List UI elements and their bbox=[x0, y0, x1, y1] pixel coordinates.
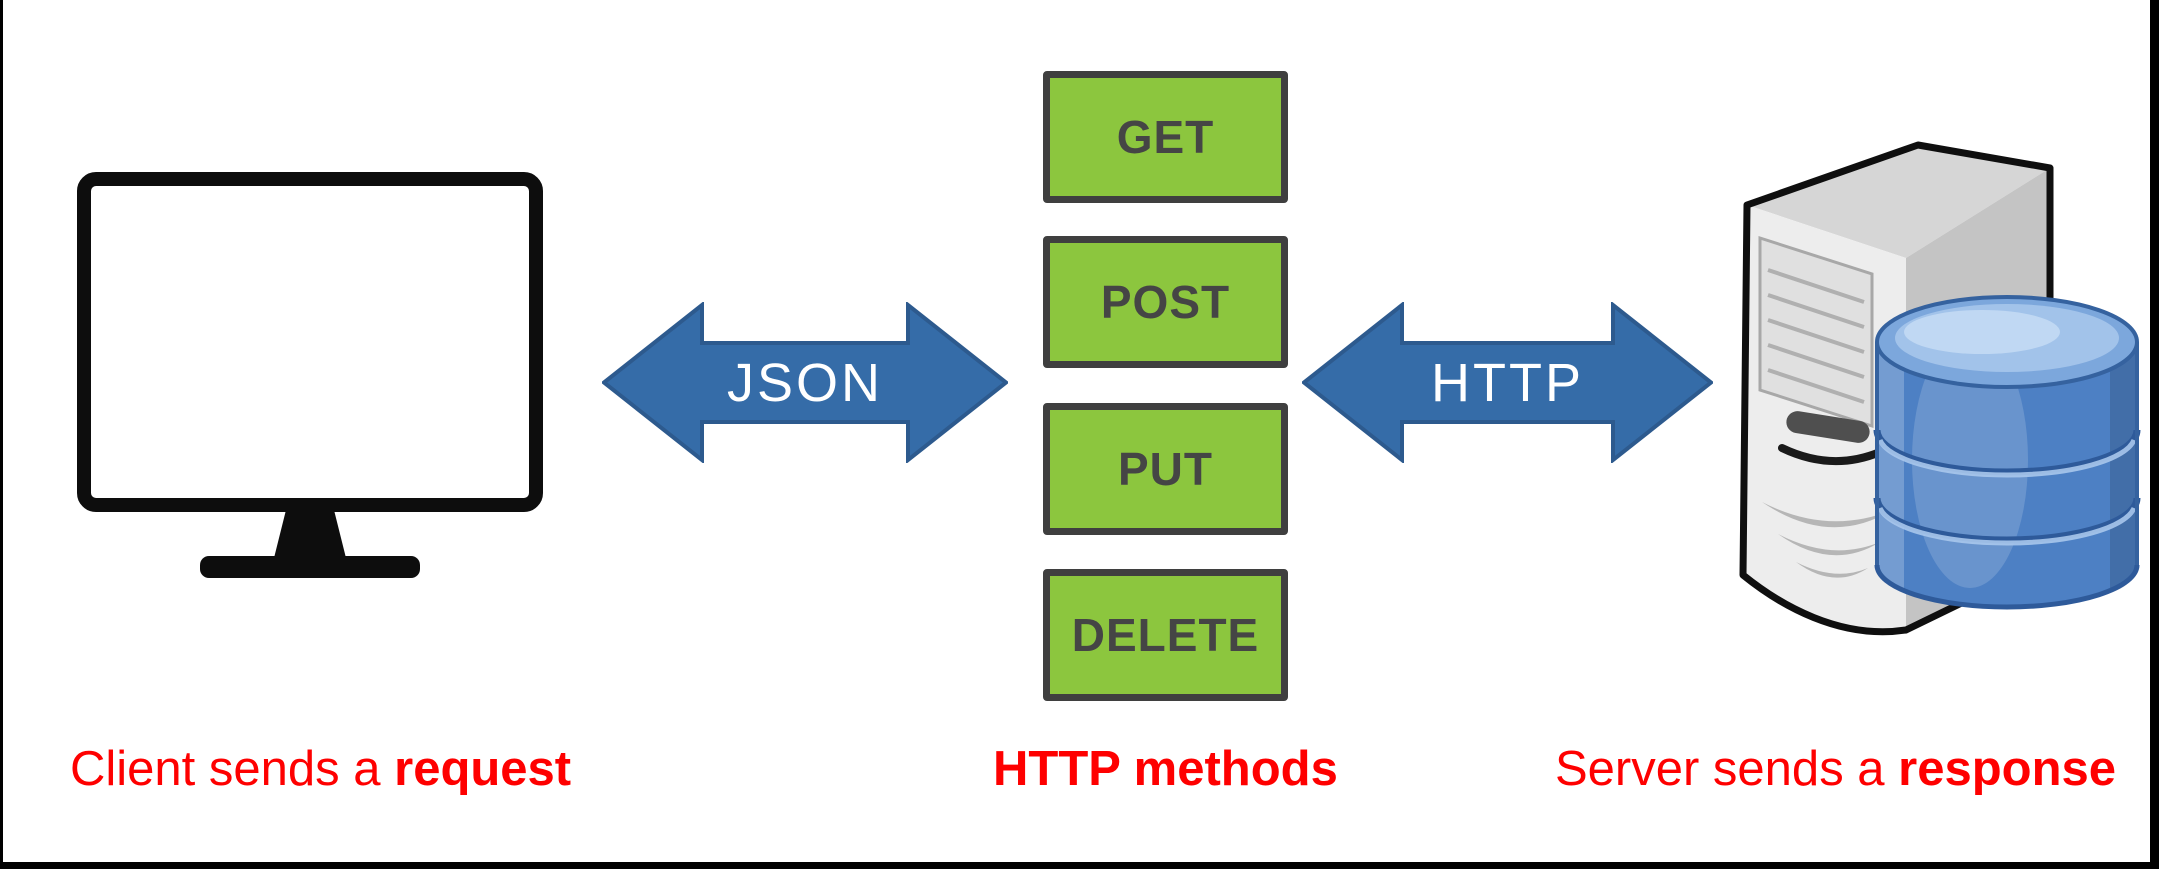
json-arrow-label: JSON bbox=[726, 352, 884, 413]
server-caption: Server sends a response bbox=[1555, 741, 2116, 797]
method-label: DELETE bbox=[1071, 609, 1260, 661]
server-database-icon bbox=[1720, 130, 2159, 650]
server-caption-bold: response bbox=[1898, 742, 2117, 796]
method-label: POST bbox=[1100, 276, 1231, 328]
double-arrow-icon bbox=[1302, 302, 1713, 463]
methods-caption: HTTP methods bbox=[993, 741, 1338, 797]
image-border-right bbox=[2150, 0, 2159, 869]
server-icon bbox=[1739, 141, 2141, 636]
method-label: PUT bbox=[1118, 443, 1213, 495]
methods-caption-bold: HTTP methods bbox=[993, 742, 1338, 796]
client-caption-bold: request bbox=[394, 742, 572, 796]
http-arrow: HTTP bbox=[1302, 302, 1713, 463]
client-monitor-icon bbox=[70, 170, 570, 590]
image-border-bottom bbox=[0, 862, 2159, 869]
client-caption-regular: Client sends a bbox=[70, 742, 395, 796]
database-icon bbox=[1873, 295, 2141, 610]
http-arrow-label: HTTP bbox=[1431, 352, 1584, 413]
monitor-icon bbox=[77, 172, 543, 578]
json-arrow: JSON bbox=[602, 302, 1008, 463]
server-caption-regular: Server sends a bbox=[1555, 742, 1899, 796]
method-box-post: POST bbox=[1043, 236, 1288, 368]
method-box-put: PUT bbox=[1043, 403, 1288, 535]
method-label: GET bbox=[1116, 111, 1215, 163]
image-border-left bbox=[0, 0, 3, 869]
method-box-get: GET bbox=[1043, 71, 1288, 203]
client-caption: Client sends a request bbox=[70, 741, 571, 797]
double-arrow-icon bbox=[602, 302, 1008, 463]
method-box-delete: DELETE bbox=[1043, 569, 1288, 701]
